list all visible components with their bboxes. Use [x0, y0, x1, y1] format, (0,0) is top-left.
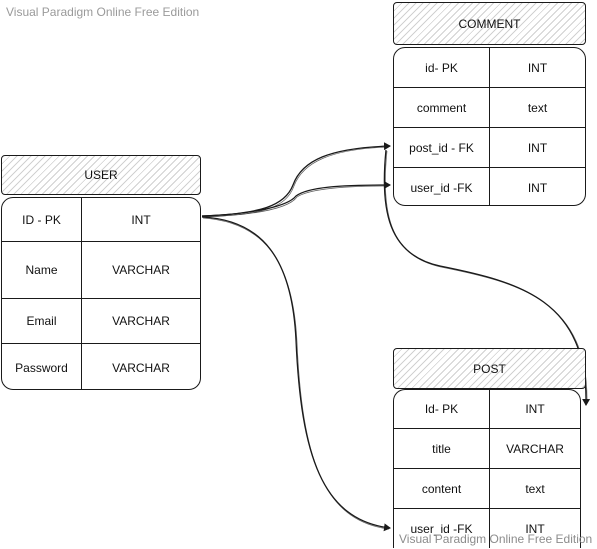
entity-comment[interactable]: COMMENT id- PK INT comment text post_id … [393, 2, 586, 206]
table-row[interactable]: id- PK INT [394, 48, 585, 87]
field-type: INT [527, 140, 548, 155]
table-row[interactable]: comment text [394, 87, 585, 127]
field-name: post_id - FK [394, 128, 490, 167]
entity-post-title: POST [473, 361, 506, 376]
field-name: comment [394, 88, 490, 127]
field-name: content [394, 469, 490, 508]
field-name: Id- PK [394, 390, 490, 428]
entity-user-table: ID - PK INT Name VARCHAR Email VARCHAR P… [1, 197, 201, 390]
field-name: title [394, 429, 490, 468]
table-row[interactable]: title VARCHAR [394, 428, 580, 468]
connector-user-to-comment-user-id[interactable] [201, 181, 391, 217]
field-type: text [525, 481, 545, 496]
watermark-bottom: Visual Paradigm Online Free Edition [399, 532, 593, 546]
field-name: id- PK [394, 48, 490, 87]
field-type: INT [527, 60, 548, 75]
connector-user-to-post-user-id[interactable] [201, 216, 391, 532]
entity-user-header[interactable]: USER [1, 155, 201, 195]
table-row[interactable]: Email VARCHAR [2, 298, 200, 343]
watermark-top: Visual Paradigm Online Free Edition [6, 5, 200, 19]
table-row[interactable]: Id- PK INT [394, 390, 580, 428]
entity-comment-header[interactable]: COMMENT [393, 2, 586, 45]
table-row[interactable]: user_id -FK INT [394, 508, 580, 548]
field-name: user_id -FK [394, 168, 490, 205]
field-type: text [527, 100, 548, 115]
connector-comment-to-post-id[interactable] [383, 149, 591, 406]
entity-user-title: USER [84, 168, 118, 182]
table-row[interactable]: Password VARCHAR [2, 343, 200, 389]
entity-comment-title: COMMENT [458, 16, 521, 31]
field-type: INT [525, 522, 545, 536]
field-type: VARCHAR [112, 360, 170, 375]
field-name: Password [2, 344, 82, 389]
field-type: VARCHAR [112, 314, 170, 328]
table-row[interactable]: ID - PK INT [2, 198, 200, 241]
field-name: Email [2, 299, 82, 343]
entity-post-header[interactable]: POST [393, 348, 586, 389]
field-name: user_id -FK [394, 509, 490, 548]
field-type: INT [527, 180, 548, 195]
entity-post-table: Id- PK INT title VARCHAR content text us… [393, 389, 581, 548]
entity-comment-table: id- PK INT comment text post_id - FK INT… [393, 47, 586, 206]
table-row[interactable]: content text [394, 468, 580, 508]
entity-user[interactable]: USER ID - PK INT Name VARCHAR Email VARC… [1, 155, 201, 390]
entity-post[interactable]: POST Id- PK INT title VARCHAR content te… [393, 348, 586, 548]
table-row[interactable]: post_id - FK INT [394, 127, 585, 167]
table-row[interactable]: user_id -FK INT [394, 167, 585, 205]
field-name: Name [2, 242, 82, 298]
table-row[interactable]: Name VARCHAR [2, 241, 200, 298]
field-type: VARCHAR [506, 441, 564, 456]
field-type: INT [525, 402, 545, 416]
field-type: VARCHAR [112, 263, 170, 277]
field-name: ID - PK [2, 198, 82, 241]
field-type: INT [131, 212, 151, 227]
